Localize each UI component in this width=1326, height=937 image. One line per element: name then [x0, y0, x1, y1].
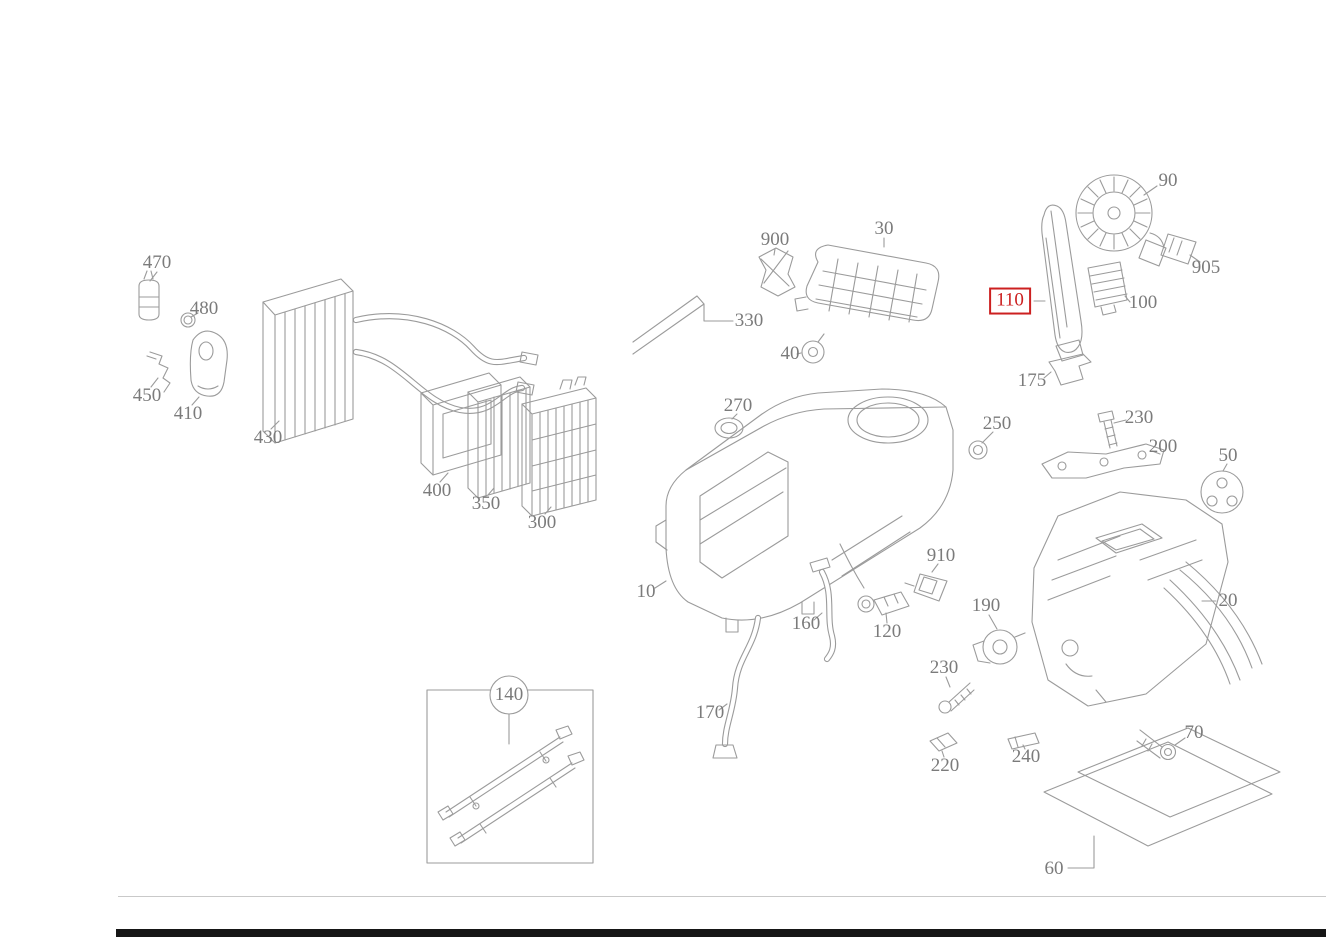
part-label-70[interactable]: 70	[1184, 722, 1204, 744]
part-label-90[interactable]: 90	[1158, 170, 1178, 192]
part-drawing-cover-30	[794, 244, 940, 323]
part-label-50[interactable]: 50	[1218, 445, 1238, 467]
part-drawing-insulation-mats-60	[1043, 727, 1281, 847]
part-drawing-screw-70	[1136, 729, 1177, 761]
part-drawing-valve-120	[857, 591, 910, 616]
part-drawing-seal-ring-270	[714, 417, 744, 439]
part-drawing-connector-905	[1160, 233, 1197, 265]
part-drawing-seal-900	[758, 247, 796, 297]
part-label-900[interactable]: 900	[760, 229, 790, 251]
part-drawing-nut-250	[968, 440, 988, 460]
part-label-350[interactable]: 350	[471, 493, 501, 515]
part-label-240[interactable]: 240	[1011, 746, 1041, 768]
part-drawing-heater-unit-20	[1031, 491, 1263, 707]
part-drawing-oring-480	[180, 312, 196, 328]
part-label-450[interactable]: 450	[132, 385, 162, 407]
part-label-430[interactable]: 430	[253, 427, 283, 449]
part-label-230-b[interactable]: 230	[929, 657, 959, 679]
part-label-140[interactable]: 140	[494, 684, 524, 706]
part-label-230-a[interactable]: 230	[1124, 407, 1154, 429]
part-label-330[interactable]: 330	[734, 310, 764, 332]
part-label-300[interactable]: 300	[527, 512, 557, 534]
part-label-120[interactable]: 120	[872, 621, 902, 643]
part-drawing-actuator-40	[801, 333, 825, 364]
part-label-190[interactable]: 190	[971, 595, 1001, 617]
part-label-10[interactable]: 10	[636, 581, 656, 603]
part-drawing-clip-240	[1007, 732, 1040, 750]
part-label-175[interactable]: 175	[1017, 370, 1047, 392]
part-label-40[interactable]: 40	[780, 343, 800, 365]
part-label-30[interactable]: 30	[874, 218, 894, 240]
part-label-220[interactable]: 220	[930, 755, 960, 777]
bottom-bar	[116, 929, 1326, 937]
part-drawing-clip-220	[929, 732, 958, 752]
part-drawing-filter-350	[467, 376, 531, 499]
part-drawing-blower-90	[1075, 174, 1167, 267]
part-drawing-drain-hose-170	[712, 614, 762, 759]
part-drawing-hose-160	[809, 557, 837, 663]
part-drawing-bracket-175	[1048, 353, 1092, 386]
part-drawing-heater-core-300	[521, 376, 597, 517]
part-drawing-grommet-50	[1200, 470, 1244, 514]
part-drawing-duct-110	[1041, 204, 1084, 362]
part-drawing-screw-230-a	[1097, 410, 1118, 449]
part-drawing-actuator-190	[972, 629, 1026, 665]
part-label-200[interactable]: 200	[1148, 436, 1178, 458]
part-label-270[interactable]: 270	[723, 395, 753, 417]
part-label-480[interactable]: 480	[189, 298, 219, 320]
part-drawing-frame-400	[420, 372, 502, 476]
part-label-905[interactable]: 905	[1191, 257, 1221, 279]
part-label-170[interactable]: 170	[695, 702, 725, 724]
part-drawing-trim-330	[632, 295, 734, 355]
part-label-400[interactable]: 400	[422, 480, 452, 502]
part-label-60[interactable]: 60	[1044, 858, 1064, 880]
part-group-140-box	[426, 675, 594, 864]
part-label-160[interactable]: 160	[791, 613, 821, 635]
part-drawing-sensor-910	[904, 573, 948, 602]
part-label-20[interactable]: 20	[1218, 590, 1238, 612]
part-drawing-regulator-100	[1087, 261, 1128, 316]
part-drawing-expansion-valve-410	[189, 330, 228, 397]
part-label-110-highlighted[interactable]: 110	[989, 287, 1031, 315]
part-label-100[interactable]: 100	[1128, 292, 1158, 314]
part-label-250[interactable]: 250	[982, 413, 1012, 435]
leader-lines	[149, 185, 1228, 869]
part-label-910[interactable]: 910	[926, 545, 956, 567]
page-footer-rule	[118, 896, 1326, 897]
part-drawing-housing-10	[655, 388, 954, 633]
part-label-410[interactable]: 410	[173, 403, 203, 425]
part-drawing-bracket-450	[146, 351, 171, 393]
part-drawing-receiver-drier-470	[138, 270, 160, 321]
part-drawing-screw-230-b	[938, 682, 975, 714]
part-drawing-bracket-200	[1041, 443, 1165, 479]
part-drawing-evaporator-430	[262, 278, 539, 444]
part-label-470[interactable]: 470	[142, 252, 172, 274]
